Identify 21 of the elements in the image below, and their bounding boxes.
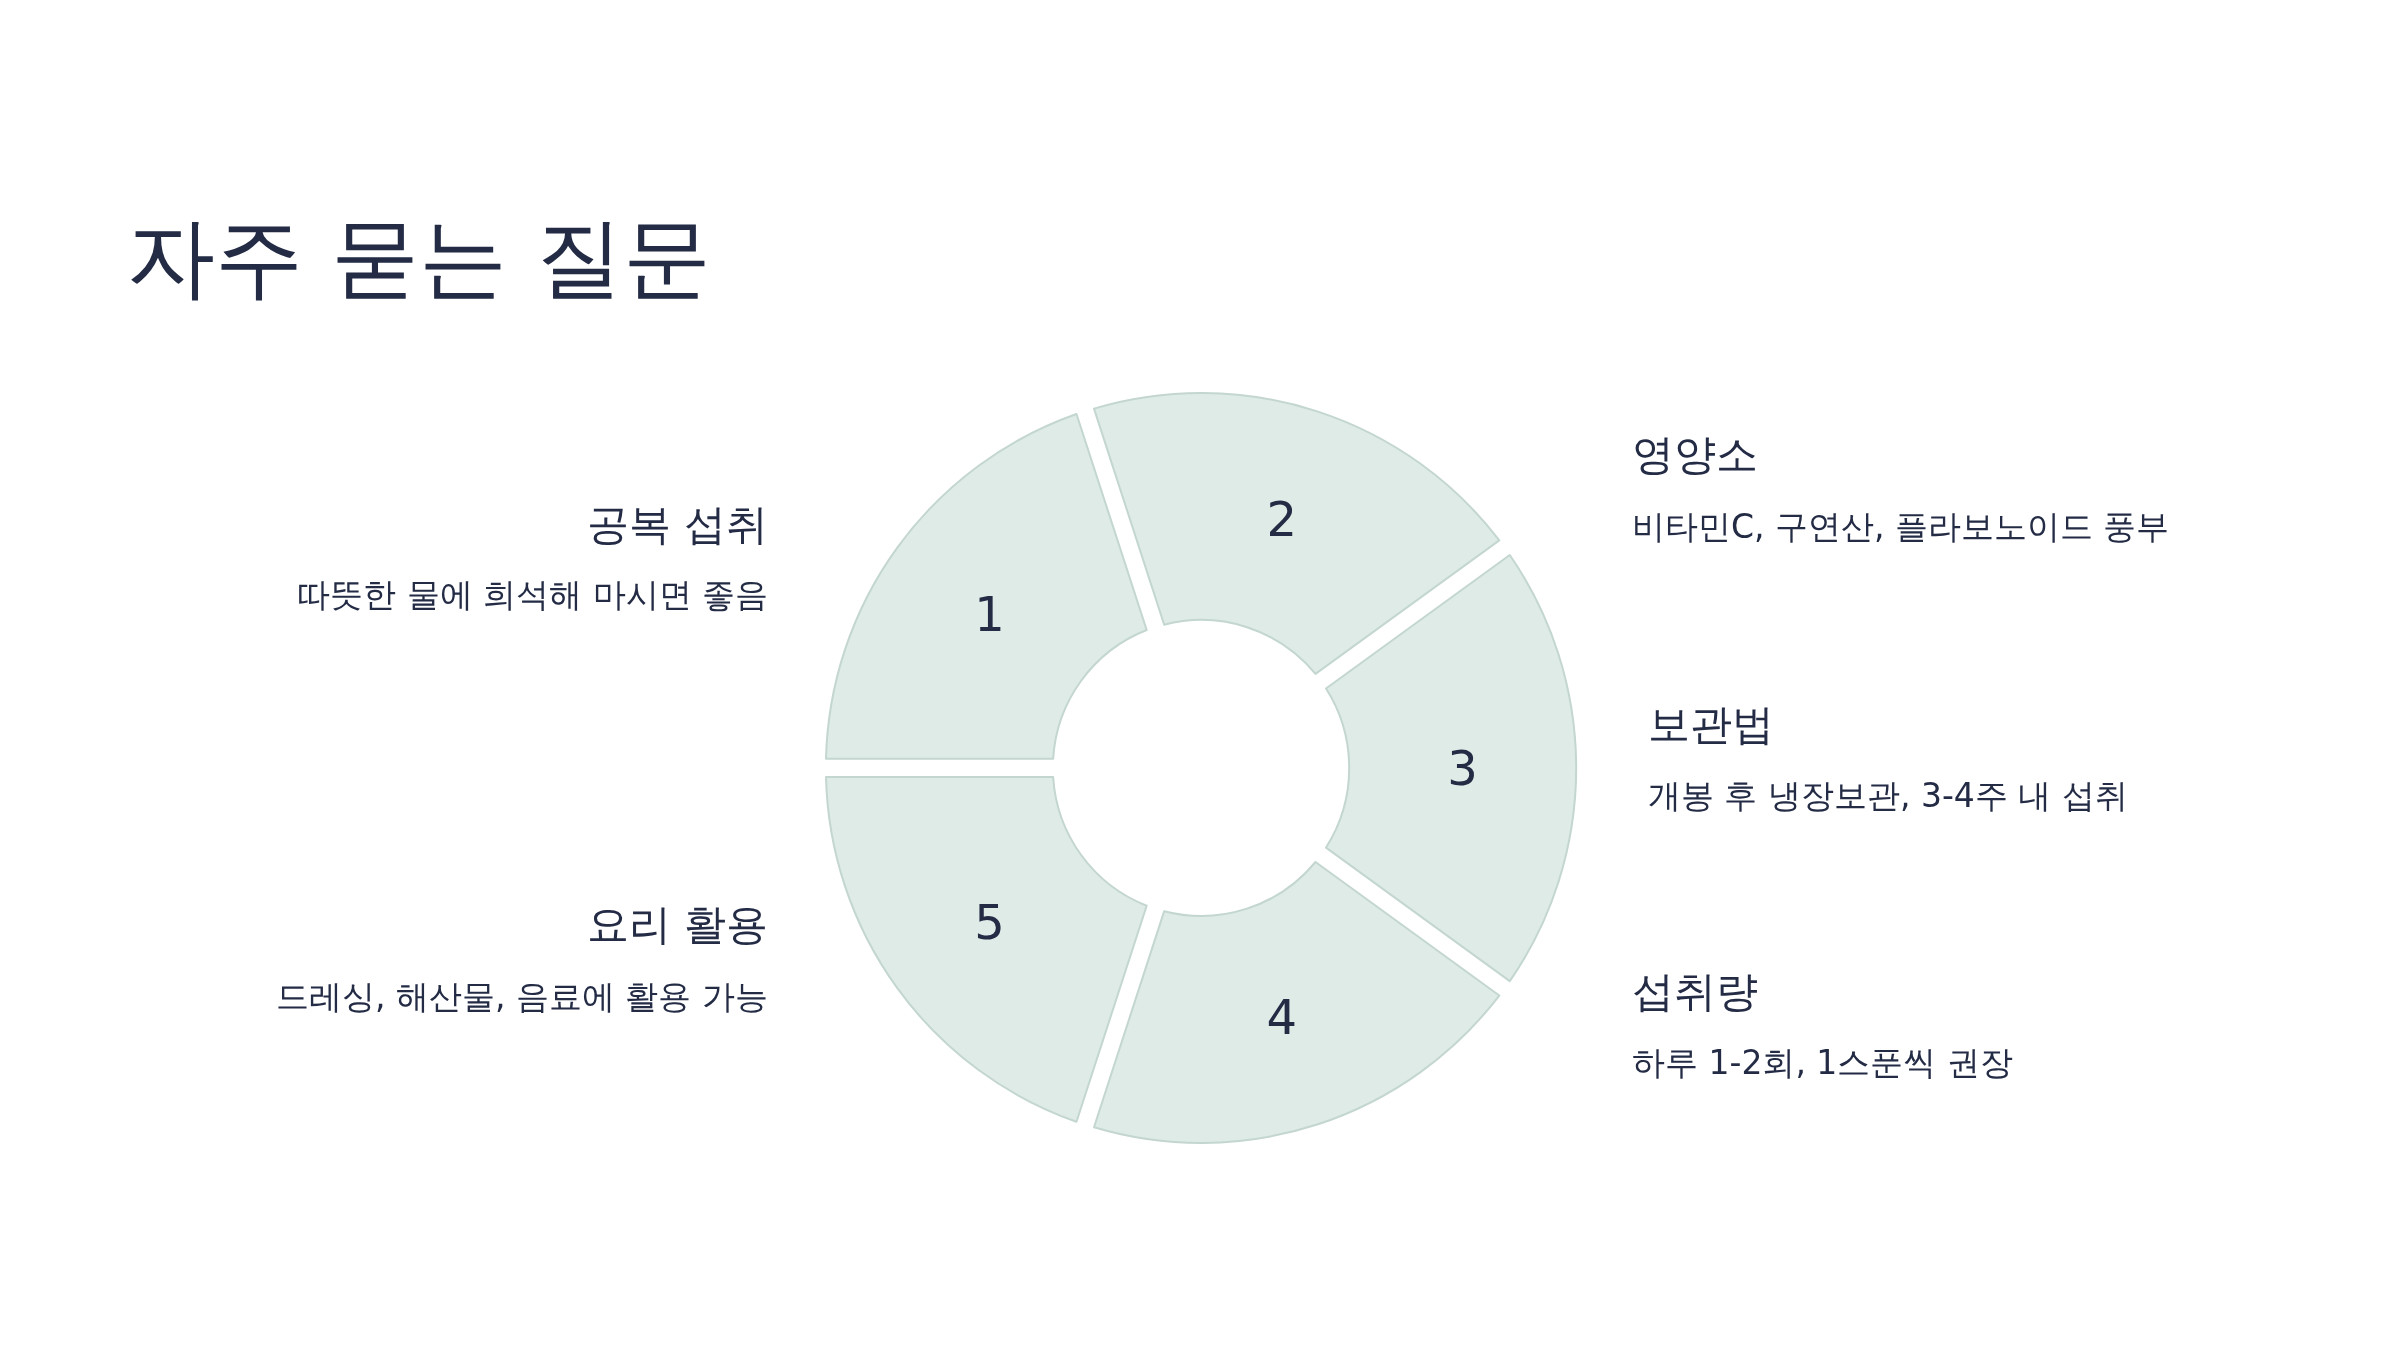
description-text: 비타민C, 구연산, 플라보노이드 풍부 bbox=[1632, 507, 2170, 547]
section-heading: 섭취량 bbox=[1632, 967, 1758, 1018]
segment-number: 2 bbox=[1266, 495, 1298, 544]
segment-number: 4 bbox=[1266, 992, 1298, 1041]
description-text: 따뜻한 물에 희석해 마시면 좋음 bbox=[297, 575, 768, 615]
donut-segment bbox=[1091, 860, 1501, 1145]
section-heading: 보관법 bbox=[1648, 700, 1774, 751]
segment-number: 3 bbox=[1447, 744, 1478, 792]
description-text: 하루 1-2회, 1스푼씩 권장 bbox=[1632, 1043, 2013, 1083]
donut-segment bbox=[1323, 552, 1578, 984]
description-text: 드레싱, 해산물, 음료에 활용 가능 bbox=[276, 977, 768, 1017]
description-text: 개봉 후 냉장보관, 3-4주 내 섭취 bbox=[1648, 776, 2128, 816]
donut-segment bbox=[824, 412, 1149, 761]
section-heading: 영양소 bbox=[1632, 430, 1758, 481]
donut-segment bbox=[1091, 391, 1501, 676]
section-heading: 공복 섭취 bbox=[586, 500, 768, 551]
title: 자주 묻는 질문 bbox=[127, 205, 711, 311]
segment-number: 1 bbox=[974, 590, 1005, 639]
donut-segment bbox=[824, 775, 1149, 1124]
segment-number: 5 bbox=[974, 897, 1005, 946]
section-heading: 요리 활용 bbox=[586, 900, 768, 951]
